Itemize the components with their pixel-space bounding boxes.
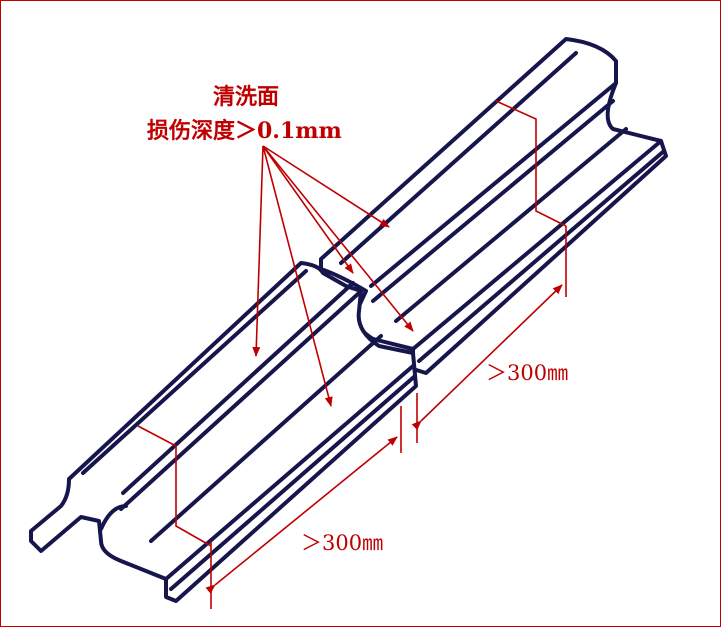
- dimension-label-right: ＞300㎜: [486, 361, 569, 385]
- dimension-left: [205, 406, 402, 609]
- dimension-label-left: ＞300㎜: [301, 531, 384, 555]
- annotation-damage-depth: 损伤深度＞0.1mm: [147, 118, 342, 144]
- annotation-cleaning-surface: 清洗面: [213, 84, 280, 110]
- section-line-left: [137, 425, 212, 547]
- leader-arrows: [252, 145, 414, 407]
- dimension-right: [411, 226, 567, 443]
- section-line-right: [495, 100, 567, 227]
- right-rail: [319, 37, 668, 375]
